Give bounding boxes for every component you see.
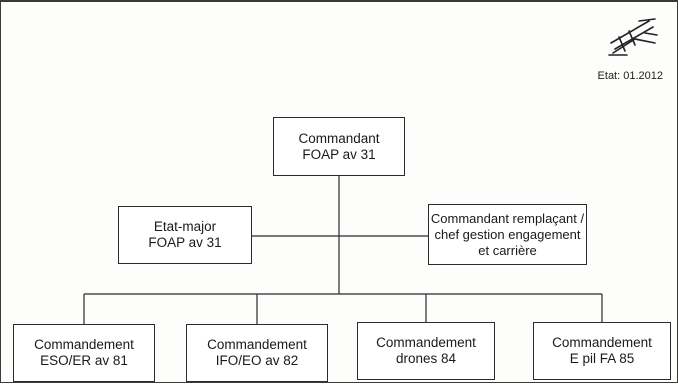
node-deputy-line3: et carrière <box>478 242 537 258</box>
node-deputy-line1: Commandant remplaçant / <box>430 210 585 226</box>
top-border <box>1 1 678 2</box>
node-deputy: Commandant remplaçant / chef gestion eng… <box>428 204 587 265</box>
node-staff-title: Etat-major <box>153 219 217 234</box>
node-cmd-eso-title: Commandement <box>34 337 134 352</box>
node-cmd-eso: Commandement ESO/ER av 81 <box>13 324 155 382</box>
node-commander: Commandant FOAP av 31 <box>273 117 405 176</box>
node-cmd-drones: Commandement drones 84 <box>357 322 495 380</box>
node-cmd-ifo-title: Commandement <box>207 337 307 352</box>
node-cmd-epil: Commandement E pil FA 85 <box>533 322 671 380</box>
node-cmd-ifo: Commandement IFO/EO av 82 <box>186 324 328 382</box>
date-label: Etat: 01.2012 <box>597 70 663 82</box>
node-cmd-epil-title: Commandement <box>552 335 652 350</box>
node-cmd-ifo-unit: IFO/EO av 82 <box>215 353 299 368</box>
node-cmd-drones-unit: drones 84 <box>395 351 457 366</box>
node-staff-unit: FOAP av 31 <box>148 235 222 250</box>
node-cmd-epil-unit: E pil FA 85 <box>569 351 635 366</box>
node-deputy-line2: chef gestion engagement <box>434 226 581 242</box>
node-commander-unit: FOAP av 31 <box>302 146 376 162</box>
node-staff: Etat-major FOAP av 31 <box>118 206 252 264</box>
node-commander-title: Commandant <box>298 130 380 146</box>
swiss-air-force-jet-icon <box>608 18 658 56</box>
node-cmd-eso-unit: ESO/ER av 81 <box>40 353 128 368</box>
node-cmd-drones-title: Commandement <box>376 335 476 350</box>
